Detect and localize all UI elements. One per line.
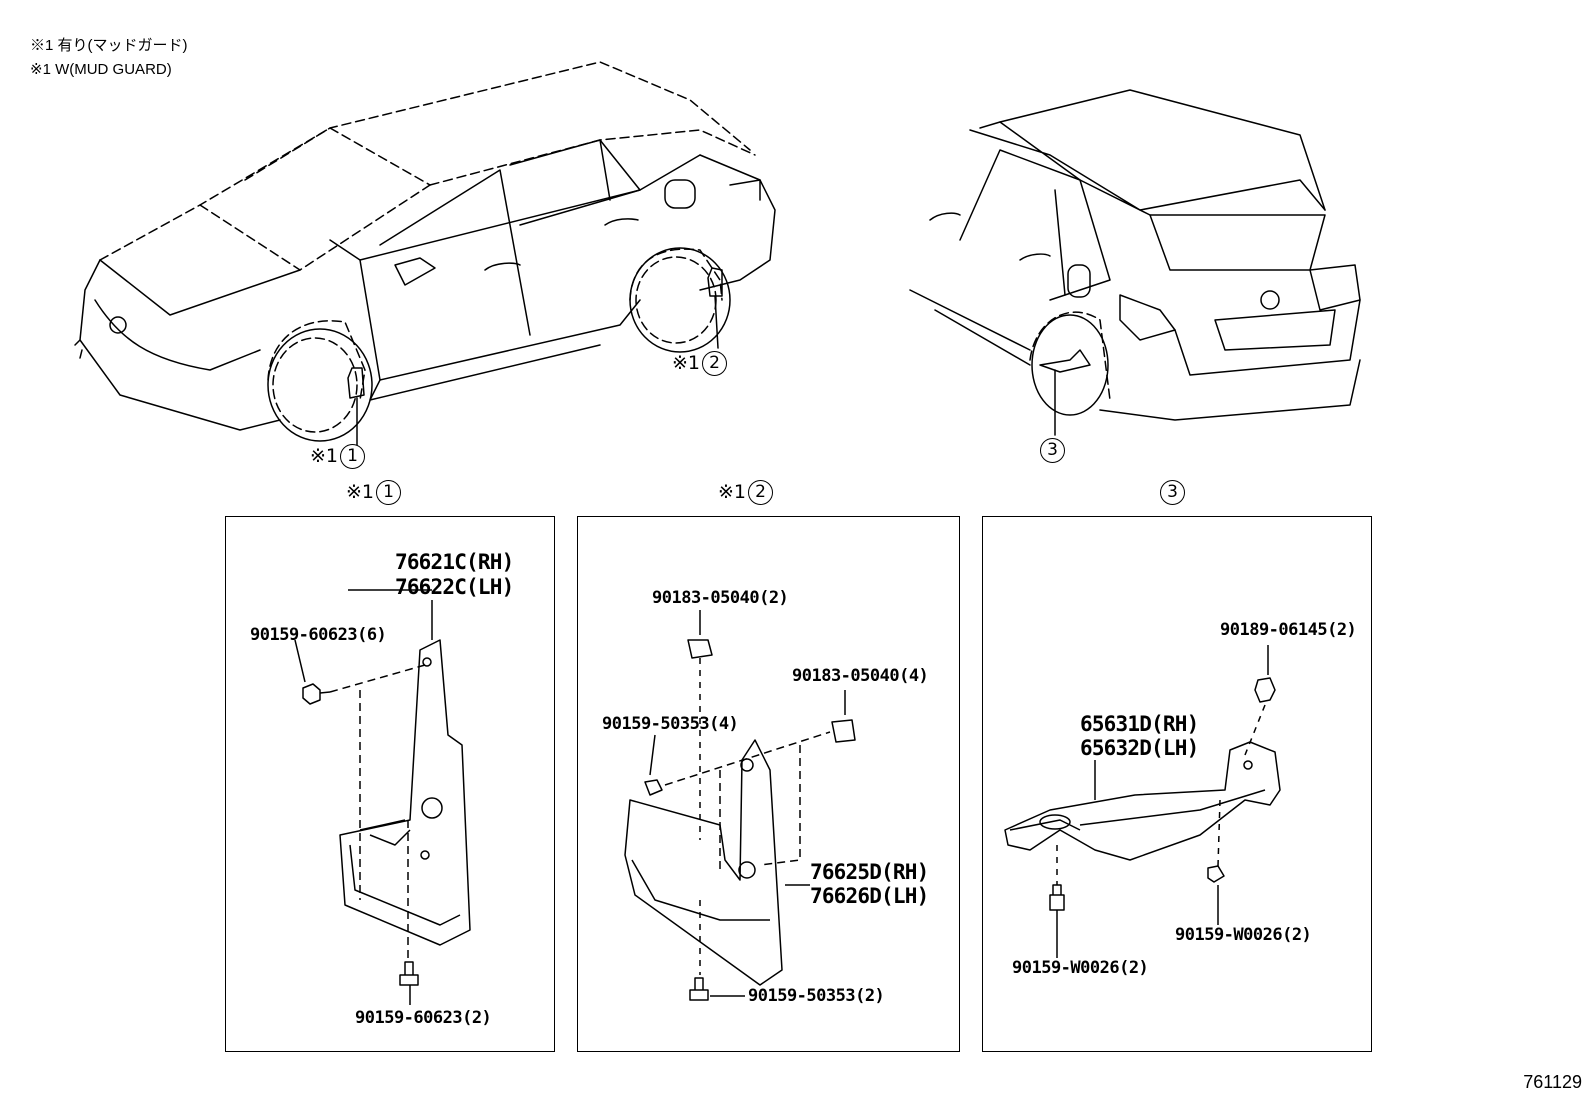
callout-1-number: 1 <box>340 444 366 469</box>
part-90159-60623-6: 90159-60623(6) <box>250 625 387 645</box>
part-90159-W0026-left: 90159-W0026(2) <box>1012 958 1149 978</box>
part-76626D: 76626D(LH) <box>810 884 929 908</box>
part-65632D: 65632D(LH) <box>1080 736 1199 760</box>
callout-2-mark: ※1 <box>672 352 701 374</box>
diagram-number: 761129 <box>1523 1072 1582 1092</box>
nut-right-icon <box>831 719 856 743</box>
part-76621C: 76621C(RH) <box>395 550 514 574</box>
mudguard-rear <box>624 739 783 986</box>
callout-3-number: 3 <box>1040 438 1065 463</box>
note-line-2: ※1 W(MUD GUARD) <box>30 61 172 78</box>
panel3-drawing <box>1004 645 1281 958</box>
callout-1-mark: ※1 <box>310 445 339 467</box>
part-76625D: 76625D(RH) <box>810 860 929 884</box>
part-76622C: 76622C(LH) <box>395 575 514 599</box>
part-90159-50353-2: 90159-50353(2) <box>748 986 885 1006</box>
panel-1-header-number: 1 <box>376 480 402 505</box>
screw-bottom-icon <box>399 961 419 986</box>
screw-left-icon <box>644 779 663 796</box>
screw-bottom-2-icon <box>689 977 709 1001</box>
panel-2-header-number: 2 <box>748 480 774 505</box>
part-90189-06145-2: 90189-06145(2) <box>1220 620 1357 640</box>
vehicle-side-view <box>74 61 776 446</box>
part-90183-05040-4: 90183-05040(4) <box>792 666 929 686</box>
part-65631D: 65631D(RH) <box>1080 712 1199 736</box>
part-90183-05040-2: 90183-05040(2) <box>652 588 789 608</box>
callout-3: 3 <box>1038 438 1065 463</box>
mudguard-front <box>339 639 471 946</box>
screw-top-icon <box>302 683 321 705</box>
panel2-drawing <box>624 610 856 1001</box>
screw-right-3-icon <box>1207 865 1225 883</box>
panel-1-header-mark: ※1 <box>346 481 375 503</box>
panel-2 <box>577 516 960 1052</box>
nut-top-icon <box>687 639 713 659</box>
part-90159-60623-2: 90159-60623(2) <box>355 1008 492 1028</box>
screw-left-3-icon <box>1049 884 1065 911</box>
panel-3-header: 3 <box>1158 480 1185 505</box>
callout-2-number: 2 <box>702 351 728 376</box>
panel-1 <box>225 516 555 1052</box>
nut-top-3-icon <box>1254 677 1276 703</box>
splash-shield <box>1004 741 1281 861</box>
vehicle-rear-view <box>909 89 1361 436</box>
panel1-drawing <box>294 589 471 1005</box>
panel-2-header-mark: ※1 <box>718 481 747 503</box>
panel-3 <box>982 516 1372 1052</box>
panel-3-header-number: 3 <box>1160 480 1185 505</box>
part-90159-W0026-right: 90159-W0026(2) <box>1175 925 1312 945</box>
part-90159-50353-4: 90159-50353(4) <box>602 714 739 734</box>
note-line-1: ※1 有り(マッドガード) <box>30 37 188 54</box>
